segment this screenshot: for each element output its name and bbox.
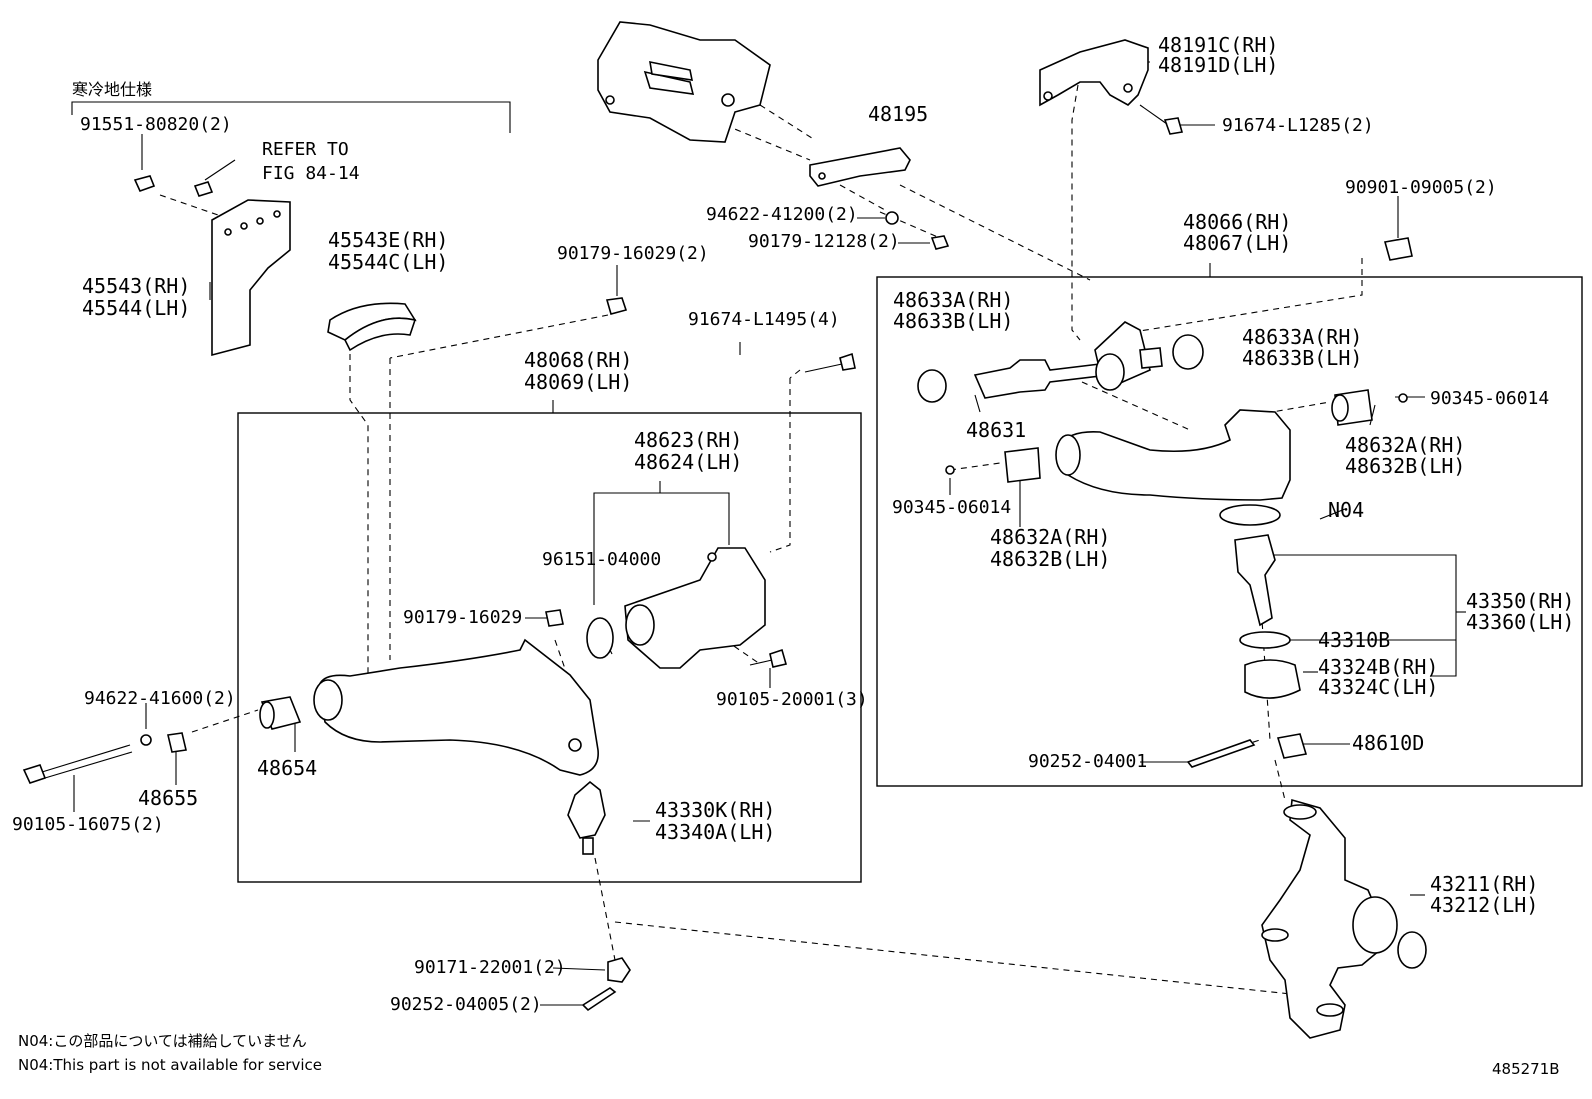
label-48191c: 48191C(RH) — [1158, 33, 1279, 57]
label-48655: 48655 — [138, 786, 199, 810]
refer-label: REFER TO — [262, 139, 349, 160]
label-43324c: 43324C(LH) — [1318, 675, 1439, 699]
nut-90179-12128 — [930, 235, 950, 250]
label-45543: 45543(RH) — [82, 274, 191, 298]
screw-90345-left — [945, 465, 955, 475]
label-90105-16075: 90105-16075(2) — [12, 814, 164, 835]
label-48067: 48067(LH) — [1183, 231, 1292, 255]
label-45543e: 45543E(RH) — [328, 228, 449, 252]
bushing-48633a-right — [1172, 334, 1204, 370]
label-48632b-left: 48632B(LH) — [990, 547, 1111, 571]
label-45544c: 45544C(LH) — [328, 250, 449, 274]
label-96151-04000: 96151-04000 — [542, 549, 662, 570]
label-48068: 48068(RH) — [524, 348, 633, 372]
nut-90179 — [605, 297, 628, 315]
lower-arm-48068 — [317, 638, 599, 776]
nut-90171 — [607, 957, 631, 983]
label-48632b-right: 48632B(LH) — [1345, 454, 1466, 478]
label-90179-12128: 90179-12128(2) — [748, 231, 900, 252]
label-45544: 45544(LH) — [82, 296, 191, 320]
shaft-48631 — [973, 359, 1101, 399]
nut-48610d — [1276, 733, 1308, 759]
label-48195: 48195 — [868, 102, 929, 126]
o-ring-96151 — [586, 617, 614, 659]
screw-90345-right — [1398, 393, 1408, 403]
bolt-90901 — [1383, 237, 1413, 261]
lower-arm-group-box — [237, 412, 862, 883]
label-48610d: 48610D — [1352, 731, 1425, 755]
label-91674-l1495: 91674-L1495(4) — [688, 309, 840, 330]
label-48633a-left: 48633A(RH) — [893, 288, 1014, 312]
ball-joint-43350 — [1234, 534, 1276, 627]
label-48633b-right: 48633B(LH) — [1242, 346, 1363, 370]
collar-48655 — [167, 732, 187, 753]
label-48633b-left: 48633B(LH) — [893, 309, 1014, 333]
ring-43310b — [1239, 631, 1291, 649]
label-43310b: 43310B — [1318, 628, 1391, 652]
label-94622-41200: 94622-41200(2) — [706, 204, 858, 225]
label-48191d: 48191D(LH) — [1158, 53, 1279, 77]
label-90105-20001: 90105-20001(3) — [716, 689, 868, 710]
label-90901-09005: 90901-09005(2) — [1345, 177, 1497, 198]
label-n04: N04 — [1328, 498, 1365, 522]
label-48623: 48623(RH) — [634, 428, 743, 452]
label-48632a-right: 48632A(RH) — [1345, 433, 1466, 457]
label-43324b: 43324B(RH) — [1318, 655, 1439, 679]
label-48631: 48631 — [966, 418, 1027, 442]
note-n04-english: N04:This part is not available for servi… — [18, 1056, 322, 1074]
label-48066: 48066(RH) — [1183, 210, 1292, 234]
label-43360: 43360(LH) — [1466, 610, 1575, 634]
label-43340a: 43340A(LH) — [655, 820, 776, 844]
knuckle-43211 — [1261, 798, 1381, 1039]
label-43211: 43211(RH) — [1430, 872, 1539, 896]
cold-spec-label: 寒冷地仕様 — [72, 80, 153, 99]
cotter-pin-90252-04001 — [1186, 739, 1256, 768]
cover-plate-45543 — [211, 199, 291, 357]
label-94622-41600: 94622-41600(2) — [84, 688, 236, 709]
bushing-48632a-left — [1004, 447, 1041, 483]
label-48624: 48624(LH) — [634, 450, 743, 474]
label-90345-06014-right: 90345-06014 — [1430, 388, 1550, 409]
washer-94622 — [885, 211, 899, 225]
label-48654: 48654 — [257, 756, 318, 780]
label-90345-06014-left: 90345-06014 — [892, 497, 1012, 518]
bolt-90105-16075 — [22, 764, 47, 784]
label-48632a-left: 48632A(RH) — [990, 525, 1111, 549]
upper-arm-48066 — [1059, 409, 1291, 501]
cotter-pin-90252-04005 — [581, 987, 617, 1012]
upper-arm-group-box — [876, 276, 1583, 787]
label-90179-16029: 90179-16029 — [403, 607, 523, 628]
label-43212: 43212(LH) — [1430, 893, 1539, 917]
bolt-91674-l1495 — [839, 352, 856, 371]
bolt-90105-20001 — [769, 648, 788, 668]
label-48633a-right: 48633A(RH) — [1242, 325, 1363, 349]
label-43350: 43350(RH) — [1466, 589, 1575, 613]
nut-90179-16029 — [545, 609, 564, 627]
label-48069: 48069(LH) — [524, 370, 633, 394]
boot-43324b — [1244, 659, 1301, 699]
label-91674-l1285: 91674-L1285(2) — [1222, 115, 1374, 136]
label-43330k: 43330K(RH) — [655, 798, 776, 822]
clip-n04 — [1219, 504, 1281, 526]
plate-48195 — [809, 147, 911, 187]
label-90252-04001: 90252-04001 — [1028, 751, 1148, 772]
label-91551-80820: 91551-80820(2) — [80, 114, 232, 135]
diagram-reference-code: 485271B — [1492, 1060, 1560, 1078]
fig-label: FIG 84-14 — [262, 163, 360, 184]
bolt-91674-l1285 — [1163, 117, 1184, 135]
label-90179-16029-2: 90179-16029(2) — [557, 243, 709, 264]
label-90252-04005: 90252-04005(2) — [390, 994, 542, 1015]
bracket-48191 — [1039, 39, 1149, 107]
ball-joint-43330k — [567, 780, 606, 839]
cold-spec-bracket — [71, 101, 511, 133]
label-90171-22001: 90171-22001(2) — [414, 957, 566, 978]
note-n04-japanese: N04:この部品については補給していません — [18, 1032, 307, 1050]
bolt-91551 — [133, 175, 156, 193]
bushing-48633a-left — [917, 369, 947, 403]
